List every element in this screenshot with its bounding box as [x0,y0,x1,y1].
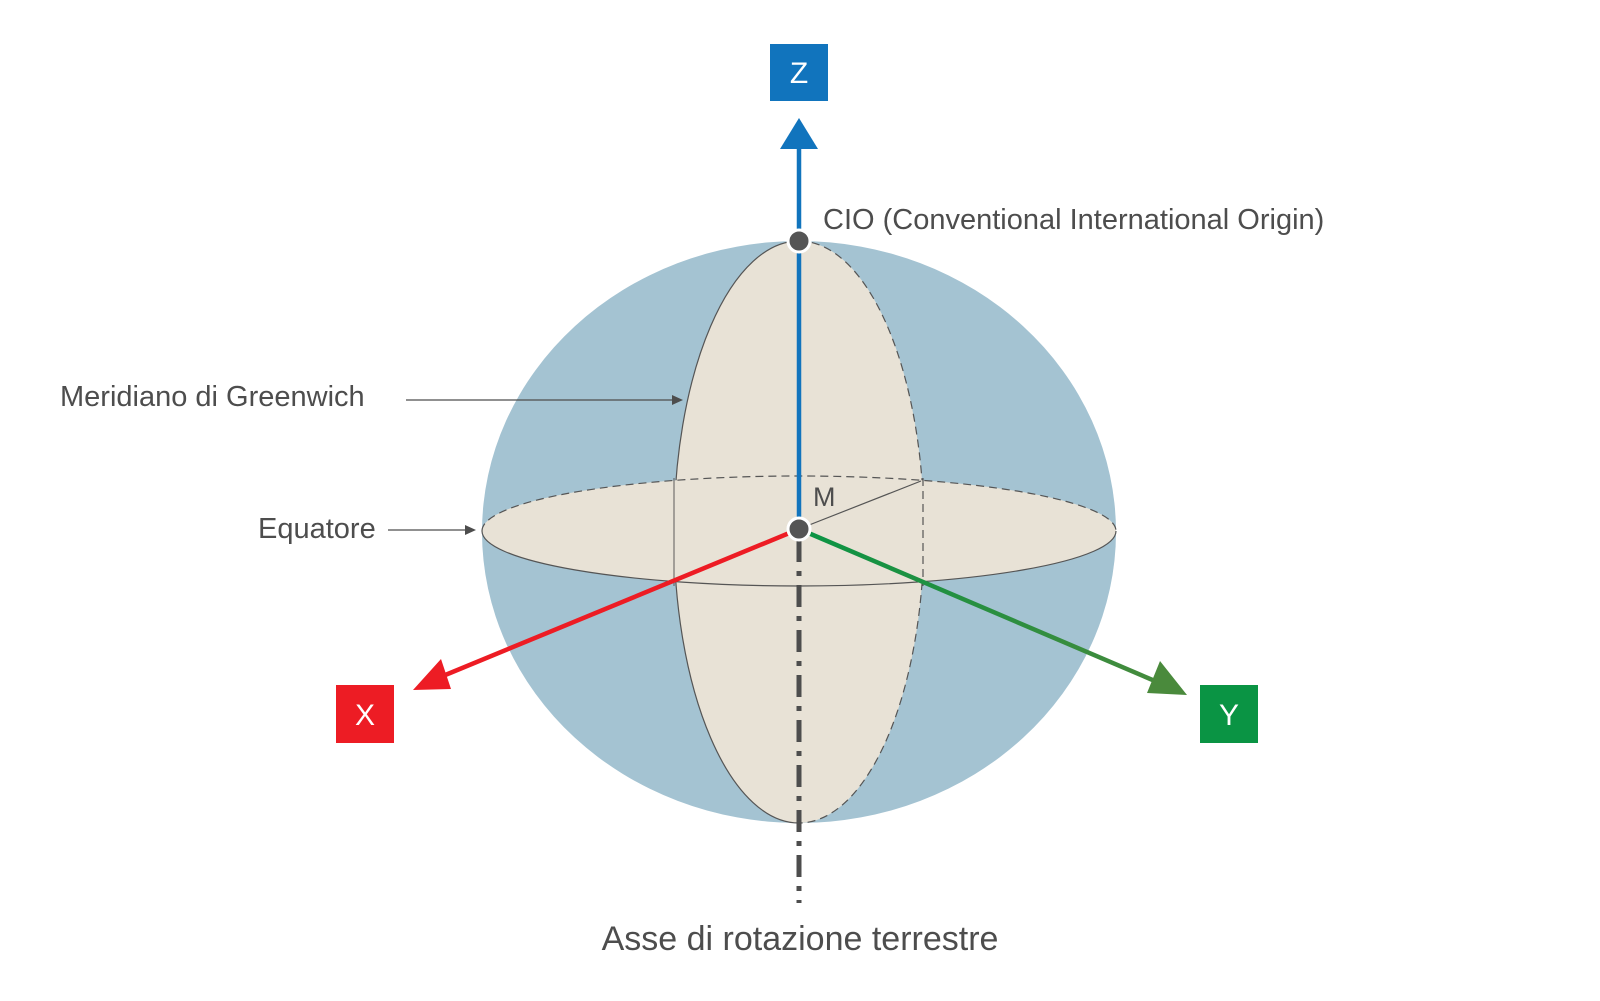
equator-pointer-arrowhead [465,525,476,535]
x-axis-label: X [355,699,375,732]
z-axis-box [770,44,828,101]
x-axis-line [437,526,800,681]
x-axis-box [336,685,394,743]
cio-label: CIO (Conventional International Origin) [823,204,1324,236]
x-axis-arrowhead [413,659,451,690]
equator-label: Equatore [258,513,376,545]
y-axis-line [798,526,1163,687]
greenwich-label: Meridiano di Greenwich [60,381,365,413]
y-axis-label: Y [1219,699,1239,732]
center-point-m [786,516,812,542]
z-axis-label: Z [790,57,808,90]
greenwich-pointer-arrowhead [672,395,683,405]
z-axis-arrowhead [780,118,818,149]
y-axis-arrowhead [1147,661,1187,695]
m-to-meridian-line [798,480,922,530]
y-axis-box [1200,685,1258,743]
cio-point [786,228,812,254]
rotation-axis-label: Asse di rotazione terrestre [602,920,999,958]
center-label: M [813,482,836,512]
